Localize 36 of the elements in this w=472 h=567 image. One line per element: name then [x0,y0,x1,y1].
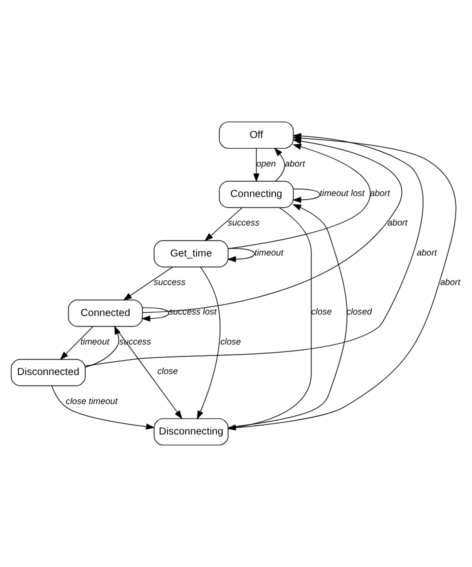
edge-label: success [228,218,260,228]
node-box: Get_time [154,240,228,268]
edge-label: abort [387,218,408,228]
arrow [228,135,456,429]
edge-label: close [311,306,332,317]
arrow [253,148,260,182]
node-box: Connected [68,300,143,327]
edge-label: open [256,158,276,168]
arrow [292,188,320,203]
edge-label: abort [416,247,437,258]
arrow [60,326,94,360]
edge-label: timeout lost [320,188,365,198]
arrow [228,204,348,428]
arrow [274,148,285,182]
node-box: Connecting [218,180,294,208]
edge-label: timeout [254,247,284,258]
edge-label: close timeout [66,396,118,406]
edge-label: close [157,366,178,376]
edge-label: close [220,336,241,346]
edge-label: abort [440,277,460,288]
node-box: Off [218,122,294,149]
arrow [204,207,243,242]
arrow [84,326,121,368]
arrow [196,266,220,420]
edge-label: success [154,277,186,288]
arrow [114,326,182,420]
node-box: Disconnecting [154,418,228,446]
edge-label: abort [370,188,390,198]
arrow [228,144,371,250]
arrow [51,386,155,430]
edge-label: timeout [80,336,110,346]
node-box: Disconnected [10,358,86,386]
arrow [123,266,173,301]
arrow [141,307,170,322]
edge-label: abort [284,158,305,168]
arrow [227,248,255,262]
